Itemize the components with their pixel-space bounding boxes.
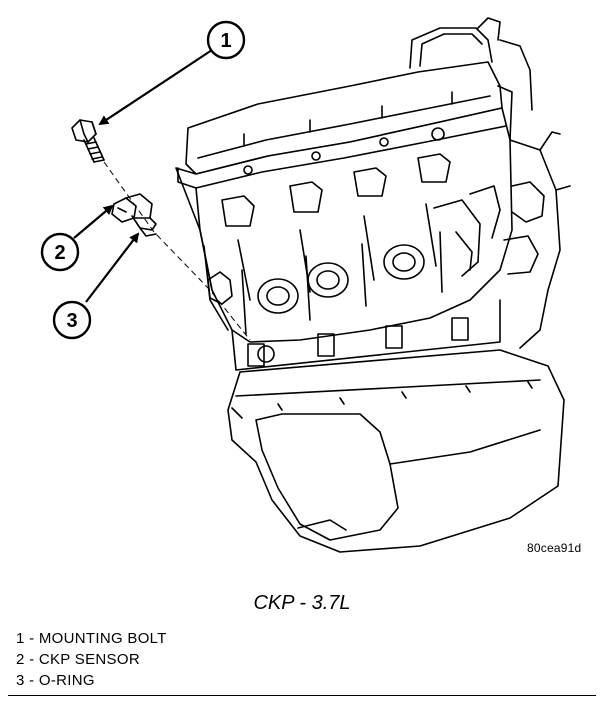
cylinder-bores [241,231,443,335]
sensor-mount-boss [203,245,233,331]
upper-block [175,107,513,343]
callout-1: 1 [206,20,246,60]
leader-line-3 [85,232,140,303]
figure-code: 80cea91d [527,541,582,555]
callout-3: 3 [52,300,92,340]
ckp-sensor [111,193,157,237]
leader-lines [73,49,213,303]
leader-line-2 [73,204,114,239]
legend-item: 3 - O-RING [16,672,95,689]
front-cover [503,131,571,349]
valve-cover [185,17,533,175]
figure-caption: CKP - 3.7L [253,592,351,614]
bearing-caps [231,299,501,371]
callout-2-number: 2 [54,242,65,264]
bottom-divider [8,695,596,696]
legend-item: 2 - CKP SENSOR [16,651,140,668]
callout-3-number: 3 [66,310,77,332]
oil-pan [227,349,565,553]
callout-1-number: 1 [220,30,231,52]
engine-block-drawing [71,17,571,553]
leader-line-1 [98,49,213,126]
engine-diagram: 1 2 3 [40,17,571,553]
mounting-bolt [71,119,105,163]
legend-item: 1 - MOUNTING BOLT [16,630,167,647]
callout-2: 2 [40,232,80,272]
legend-list: 1 - MOUNTING BOLT 2 - CKP SENSOR 3 - O-R… [16,628,167,691]
installation-axis-line [103,161,251,341]
